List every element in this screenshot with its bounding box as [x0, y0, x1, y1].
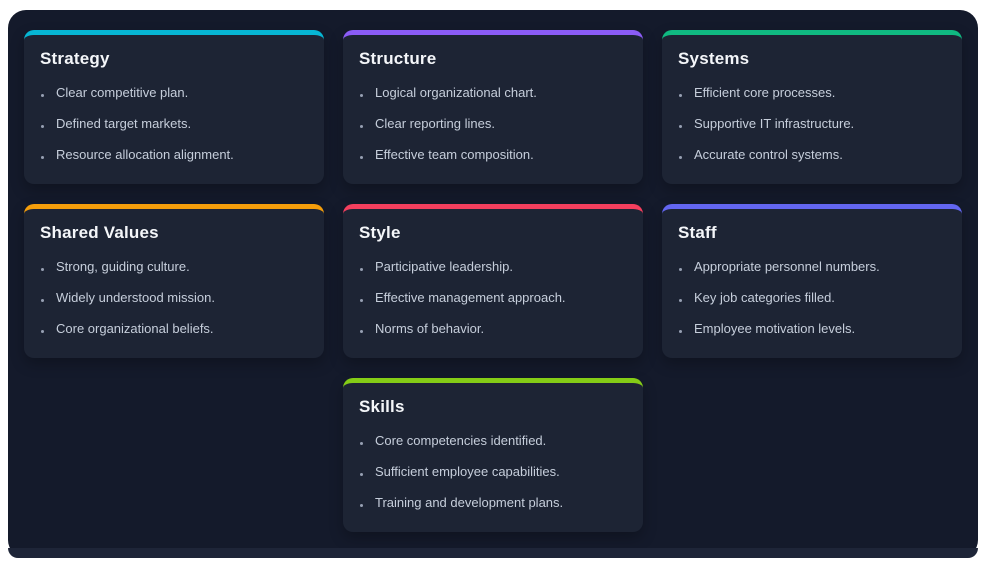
card-style: Style Participative leadership. Effective…: [343, 204, 643, 358]
card-item: Core organizational beliefs.: [40, 321, 308, 337]
card-item: Effective team composition.: [359, 147, 627, 163]
card-item: Supportive IT infrastructure.: [678, 116, 946, 132]
card-title: Strategy: [40, 49, 110, 68]
card-item: Core competencies identified.: [359, 433, 627, 449]
card-item: Training and development plans.: [359, 495, 627, 511]
card-items: Strong, guiding culture. Widely understoo…: [40, 259, 308, 337]
card-title: Skills: [359, 397, 405, 416]
card-systems: Systems Efficient core processes. Support…: [662, 30, 962, 184]
card-item: Effective management approach.: [359, 290, 627, 306]
card-title: Shared Values: [40, 223, 159, 242]
card-title: Staff: [678, 223, 717, 242]
card-item: Logical organizational chart.: [359, 85, 627, 101]
card-item: Key job categories filled.: [678, 290, 946, 306]
card-item: Efficient core processes.: [678, 85, 946, 101]
card-item: Defined target markets.: [40, 116, 308, 132]
card-item: Accurate control systems.: [678, 147, 946, 163]
card-items: Efficient core processes. Supportive IT i…: [678, 85, 946, 163]
card-item: Clear competitive plan.: [40, 85, 308, 101]
card-items: Appropriate personnel numbers. Key job ca…: [678, 259, 946, 337]
card-items: Participative leadership. Effective manag…: [359, 259, 627, 337]
card-items: Core competencies identified. Sufficient …: [359, 433, 627, 511]
card-item: Sufficient employee capabilities.: [359, 464, 627, 480]
card-items: Clear competitive plan. Defined target ma…: [40, 85, 308, 163]
card-items: Logical organizational chart. Clear repor…: [359, 85, 627, 163]
card-item: Widely understood mission.: [40, 290, 308, 306]
card-shared-values: Shared Values Strong, guiding culture. Wi…: [24, 204, 324, 358]
card-item: Participative leadership.: [359, 259, 627, 275]
cards-grid: Strategy Clear competitive plan. Defined …: [8, 10, 978, 548]
card-title: Systems: [678, 49, 750, 68]
app-window: Strategy Clear competitive plan. Defined …: [8, 10, 978, 558]
card-item: Employee motivation levels.: [678, 321, 946, 337]
card-staff: Staff Appropriate personnel numbers. Key …: [662, 204, 962, 358]
card-structure: Structure Logical organizational chart. C…: [343, 30, 643, 184]
card-item: Norms of behavior.: [359, 321, 627, 337]
card-item: Strong, guiding culture.: [40, 259, 308, 275]
card-item: Clear reporting lines.: [359, 116, 627, 132]
card-title: Style: [359, 223, 401, 242]
card-strategy: Strategy Clear competitive plan. Defined …: [24, 30, 324, 184]
card-item: Appropriate personnel numbers.: [678, 259, 946, 275]
card-title: Structure: [359, 49, 437, 68]
card-skills: Skills Core competencies identified. Suff…: [343, 378, 643, 532]
card-item: Resource allocation alignment.: [40, 147, 308, 163]
